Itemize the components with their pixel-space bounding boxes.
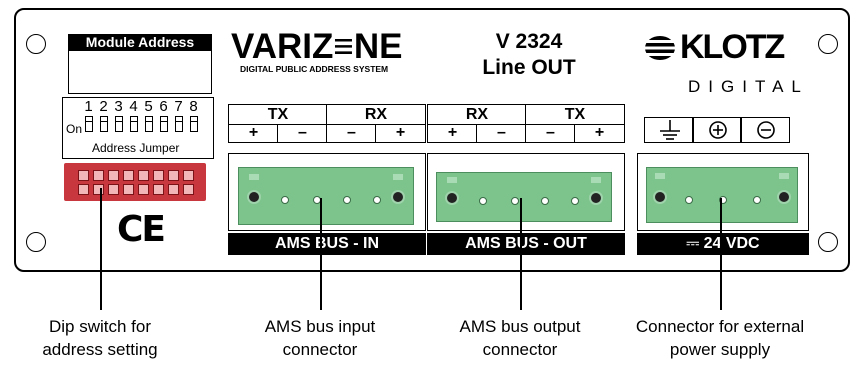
bus-out-pin-sign: – <box>476 125 527 143</box>
address-jumper-caption: Address Jumper <box>92 141 180 155</box>
dip-number: 6 <box>159 98 168 115</box>
callout-dip-switch: Dip switch for address setting <box>10 315 190 361</box>
ce-mark: CE <box>117 209 166 250</box>
plus-circle-icon <box>709 121 727 139</box>
bus-in-pin-sign: + <box>375 125 426 143</box>
dip-number: 1 <box>84 98 93 115</box>
power-connector[interactable] <box>646 167 798 223</box>
dip-number: 5 <box>144 98 153 115</box>
leader-line-dip <box>100 188 102 310</box>
bus-out-pin-sign: + <box>574 125 625 143</box>
red-switch-row-top <box>78 170 194 181</box>
maker-name: KLOTZ <box>680 28 785 66</box>
leader-line-bus-out <box>520 198 522 310</box>
ground-icon <box>660 120 680 140</box>
bus-out-tx-header: TX <box>525 104 625 125</box>
mounting-hole-top-right <box>818 34 838 54</box>
ams-bus-in-connector[interactable] <box>238 167 414 225</box>
leader-line-power <box>720 198 722 310</box>
brand-name: VARIZ≡NE <box>231 27 403 66</box>
model-number: V 2324 <box>495 30 563 53</box>
bus-out-pin-sign: + <box>427 125 478 143</box>
dip-switch-panel <box>62 97 214 159</box>
brand-tagline: DIGITAL PUBLIC ADDRESS SYSTEM <box>240 64 389 74</box>
callout-line: Connector for external <box>635 317 805 336</box>
bus-out-rx-header: RX <box>427 104 527 125</box>
klotz-logo-icon <box>643 35 677 61</box>
bus-out-label: AMS BUS - OUT <box>427 233 625 255</box>
dip-number: 2 <box>99 98 108 115</box>
callout-line: AMS bus input <box>264 317 376 336</box>
callout-line: connector <box>282 340 358 359</box>
dip-number: 8 <box>189 98 198 115</box>
ams-bus-out-connector[interactable] <box>436 172 612 222</box>
dip-switch[interactable] <box>130 116 138 132</box>
callout-power: Connector for external power supply <box>630 315 810 361</box>
bus-in-pin-sign: + <box>228 125 279 143</box>
callout-bus-in: AMS bus input connector <box>230 315 410 361</box>
dip-switch-block[interactable] <box>64 163 206 201</box>
leader-line-bus-in <box>320 198 322 310</box>
bus-in-rx-header: RX <box>326 104 426 125</box>
dip-numbers: 1 2 3 4 5 6 7 8 <box>82 99 200 114</box>
maker-sub: DIGITAL <box>688 77 809 96</box>
dip-number: 4 <box>129 98 138 115</box>
mounting-hole-bottom-left <box>26 232 46 252</box>
bus-in-tx-header: TX <box>228 104 328 125</box>
dip-switch[interactable] <box>100 116 108 132</box>
callout-bus-out: AMS bus output connector <box>430 315 610 361</box>
plus-symbol-box <box>692 117 742 143</box>
dip-switch[interactable] <box>175 116 183 132</box>
dip-number: 7 <box>174 98 183 115</box>
callout-line: Dip switch for <box>48 317 152 336</box>
model-type: Line OUT <box>482 56 576 79</box>
minus-circle-icon <box>757 121 775 139</box>
callout-line: address setting <box>42 340 158 359</box>
bus-in-pin-sign: – <box>277 125 328 143</box>
callout-line: AMS bus output <box>459 317 581 336</box>
dip-switch[interactable] <box>190 116 198 132</box>
dip-switch[interactable] <box>115 116 123 132</box>
power-label: ⎓ 24 VDC <box>637 233 809 255</box>
dip-number: 3 <box>114 98 123 115</box>
mounting-hole-bottom-right <box>818 232 838 252</box>
mounting-hole-top-left <box>26 34 46 54</box>
callout-line: connector <box>482 340 558 359</box>
dip-switch-row <box>85 116 198 132</box>
dip-on-label: On <box>66 122 83 136</box>
callout-line: power supply <box>669 340 771 359</box>
dip-switch[interactable] <box>145 116 153 132</box>
bus-in-label: AMS BUS - IN <box>228 233 426 255</box>
module-address-label: Module Address <box>68 34 212 51</box>
bus-out-pin-sign: – <box>525 125 576 143</box>
red-switch-row-bottom <box>78 184 194 195</box>
dip-switch[interactable] <box>160 116 168 132</box>
minus-symbol-box <box>740 117 790 143</box>
bus-in-pin-sign: – <box>326 125 377 143</box>
dip-switch[interactable] <box>85 116 93 132</box>
ground-symbol-box <box>644 117 694 143</box>
